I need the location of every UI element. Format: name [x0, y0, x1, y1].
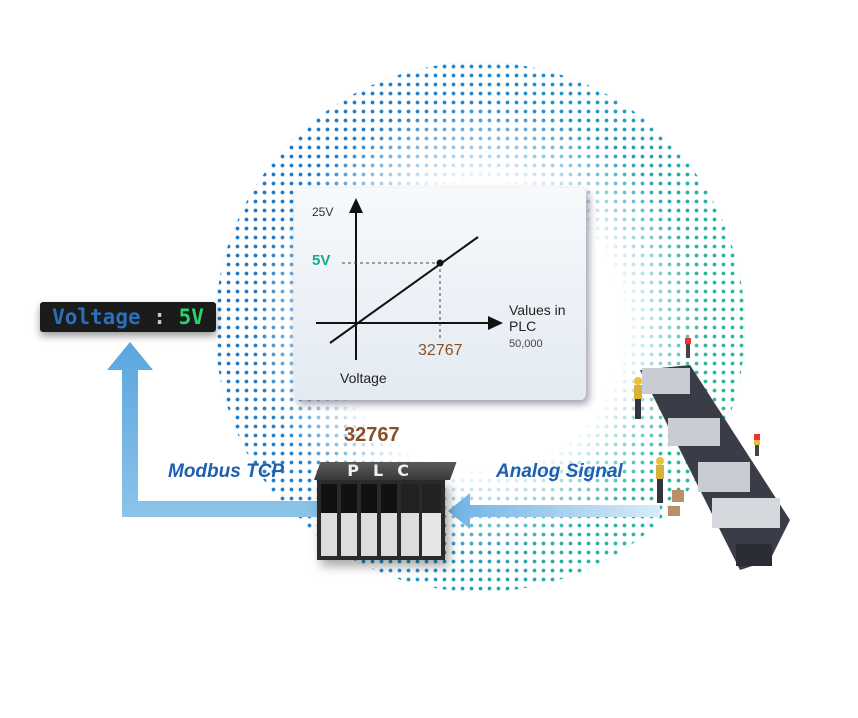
y-axis-arrowhead	[349, 198, 363, 213]
graph-axes	[316, 198, 503, 360]
analog-signal-label: Analog Signal	[496, 461, 623, 482]
plc-value: 32767	[344, 424, 400, 446]
modbus-tcp-label: Modbus TCP	[168, 461, 285, 482]
signal-tower-icon	[754, 434, 760, 456]
data-point	[436, 259, 444, 267]
y-marker-label: 5V	[312, 252, 331, 269]
x-axis-label-line2: PLC	[509, 318, 537, 334]
x-max-label: 50,000	[509, 338, 543, 350]
x-axis-label-line1: Values in	[509, 302, 566, 318]
worker-icon	[634, 377, 642, 419]
signal-tower-icon	[685, 338, 691, 358]
box-icon	[668, 506, 680, 516]
display-value: 5V	[178, 305, 204, 329]
modbus-arrow	[107, 342, 322, 517]
linear-relationship-line	[329, 236, 479, 344]
display-label: Voltage	[52, 305, 141, 329]
conveyor-line	[640, 365, 790, 570]
plc-device: PLC	[314, 461, 457, 560]
x-marker-label: 32767	[418, 342, 463, 359]
voltage-display: Voltage : 5V	[40, 302, 216, 332]
worker-icon	[656, 457, 664, 503]
display-separator: :	[153, 305, 166, 329]
box-icon	[672, 490, 684, 502]
analog-arrow	[448, 493, 660, 529]
x-axis-label: Values in PLC	[509, 302, 566, 334]
x-axis-arrowhead	[488, 316, 503, 330]
y-max-label: 25V	[312, 205, 334, 219]
y-axis-label: Voltage	[340, 370, 387, 386]
voltage-graph-card: 25V 5V 32767 Values in PLC 50,000 Voltag…	[294, 188, 586, 400]
